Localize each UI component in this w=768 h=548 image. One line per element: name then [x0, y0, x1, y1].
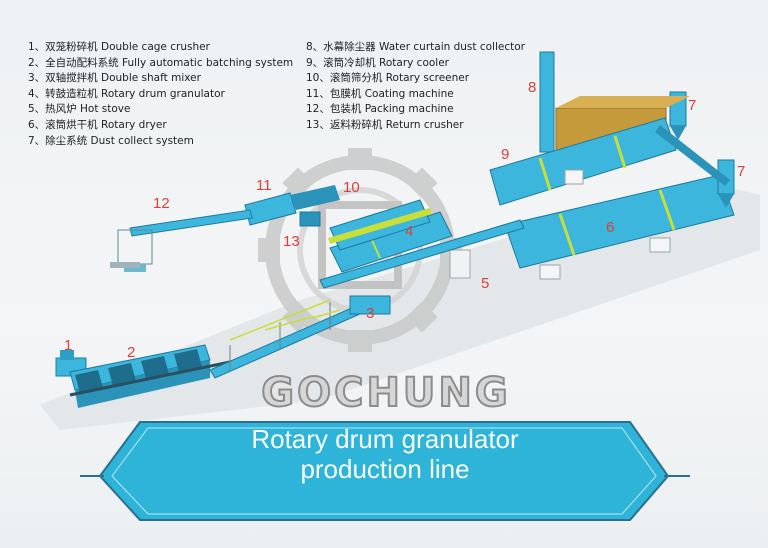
- packing-machine: [110, 209, 253, 272]
- return-crusher: [299, 211, 321, 227]
- legend-item-dust-collect-system: 7、除尘系统 Dust collect system: [28, 134, 194, 147]
- rotary-dryer: [504, 174, 735, 280]
- callout-10: 10: [343, 179, 360, 196]
- legend-item-hot-stove: 5、热风炉 Hot stove: [28, 103, 131, 116]
- callout-11: 11: [256, 177, 272, 194]
- callout-3: 3: [366, 305, 375, 322]
- hot-stove: [449, 249, 471, 279]
- callout-5: 5: [481, 275, 490, 292]
- equipment-legend-right: 8、水幕除尘器 Water curtain dust collector 9、滚…: [306, 40, 525, 134]
- legend-item-double-cage-crusher: 1、双笼粉碎机 Double cage crusher: [28, 41, 210, 53]
- legend-item-return-crusher: 13、返料粉碎机 Return crusher: [306, 118, 464, 131]
- safety-railing: [264, 309, 341, 331]
- gochung-watermark: GOCHUNG: [260, 369, 511, 417]
- double-shaft-mixer: [349, 295, 391, 315]
- legend-item-rotary-dryer: 6、滚筒烘干机 Rotary dryer: [28, 118, 167, 131]
- legend-item-water-curtain: 8、水幕除尘器 Water curtain dust collector: [306, 41, 525, 53]
- callout-2: 2: [127, 344, 136, 361]
- legend-item-coating-machine: 11、包膜机 Coating machine: [306, 87, 454, 100]
- equipment-legend-left: 1、双笼粉碎机 Double cage crusher 2、全自动配料系统 Fu…: [28, 40, 293, 149]
- legend-item-packing-machine: 12、包装机 Packing machine: [306, 103, 454, 116]
- legend-item-batching-system: 2、全自动配料系统 Fully automatic batching syste…: [28, 56, 294, 69]
- callout-8: 8: [528, 79, 537, 96]
- legend-item-double-shaft-mixer: 3、双轴搅拌机 Double shaft mixer: [28, 72, 201, 85]
- callout-7-upper: 7: [688, 97, 697, 114]
- legend-item-rotary-drum-granulator: 4、转鼓造粒机 Rotary drum granulator: [28, 87, 225, 100]
- rotary-cooler: [489, 117, 677, 206]
- cooler-conveyor: [655, 125, 730, 186]
- callout-7-lower: 7: [737, 163, 746, 180]
- callout-4: 4: [405, 223, 414, 240]
- batching-system: [69, 344, 231, 408]
- title-banner: [80, 421, 690, 521]
- callout-6: 6: [606, 219, 615, 236]
- legend-item-rotary-cooler: 9、滚筒冷却机 Rotary cooler: [306, 56, 450, 69]
- callout-13: 13: [283, 233, 300, 250]
- callout-9: 9: [501, 146, 510, 163]
- banner-title-line-2: production line: [300, 454, 470, 484]
- callout-12: 12: [153, 195, 170, 212]
- callout-1: 1: [64, 337, 73, 354]
- rotary-screener: [328, 199, 432, 251]
- legend-item-rotary-screener: 10、滚筒筛分机 Rotary screener: [306, 72, 470, 85]
- banner-title: Rotary drum granulator production line: [150, 424, 620, 484]
- banner-title-line-1: Rotary drum granulator: [251, 424, 519, 454]
- dryer-discharge-conveyor: [319, 219, 525, 289]
